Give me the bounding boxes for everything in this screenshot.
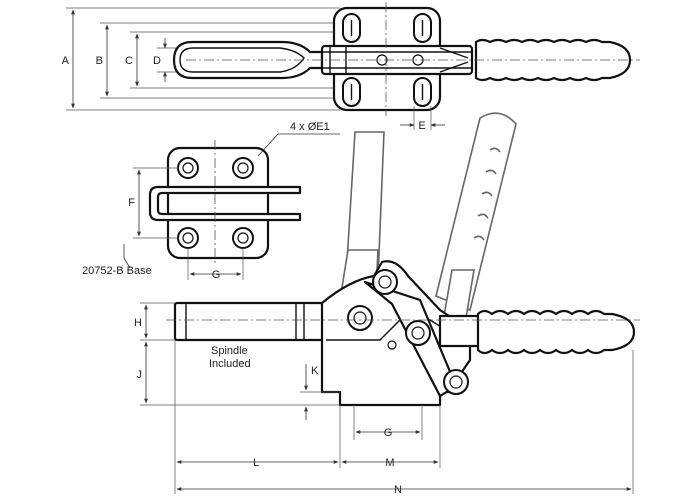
dim-g-base-label: G xyxy=(212,269,221,281)
base-hole-tl xyxy=(177,157,199,179)
dim-b-label: B xyxy=(96,55,103,67)
dim-d-label: D xyxy=(153,55,161,67)
dim-j-label: J xyxy=(137,369,143,381)
pivot-upper xyxy=(372,269,398,295)
dim-n-label: N xyxy=(394,484,402,496)
base-model-label: 20752-B Base xyxy=(82,265,152,277)
dim-e-label: E xyxy=(418,120,425,132)
pivot-left xyxy=(347,305,373,331)
handle-shaft xyxy=(438,314,484,348)
dim-g-front-label: G xyxy=(384,427,393,439)
dim-a-label: A xyxy=(62,55,70,67)
dim-k-label: K xyxy=(311,365,319,377)
holes-note: 4 x ØE1 xyxy=(290,121,330,133)
front-handle-grip xyxy=(476,309,636,355)
dim-m-label: M xyxy=(385,457,394,469)
dim-f-label: F xyxy=(128,197,135,209)
dim-l-label: L xyxy=(253,457,259,469)
base-hole-tr xyxy=(232,157,254,179)
pivot-center xyxy=(405,320,431,346)
base-hole-bl xyxy=(177,227,199,249)
base-hole-br xyxy=(232,227,254,249)
spindle-note-line1: Spindle xyxy=(211,345,248,357)
base-channel xyxy=(148,185,302,222)
spindle-note-line2: Included xyxy=(209,358,251,370)
pivot-lower xyxy=(443,369,469,395)
spindle-bar xyxy=(173,301,337,342)
front-view: H J Spindle Included K G L M N xyxy=(134,112,640,496)
base-detail-view: 4 x ØE1 F 20752-B Base G xyxy=(82,121,340,281)
top-view: A B C D E xyxy=(62,2,640,132)
dim-c-label: C xyxy=(125,55,133,67)
handle-open-angled xyxy=(435,112,517,312)
dim-h-label: H xyxy=(134,317,142,329)
